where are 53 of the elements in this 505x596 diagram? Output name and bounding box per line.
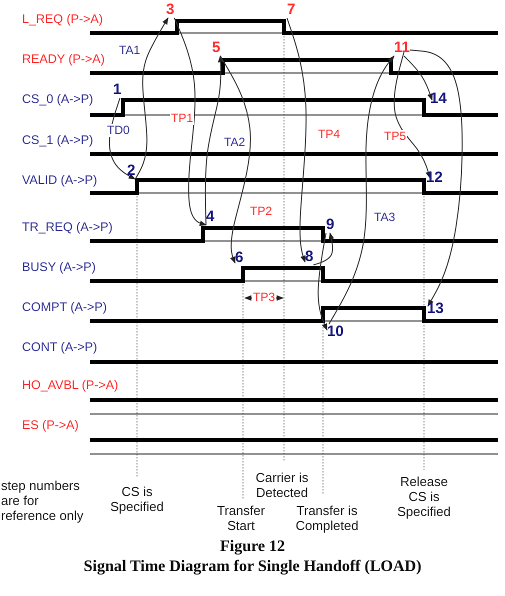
edge-label: TP2 (249, 205, 274, 218)
timing-arrow (394, 52, 431, 179)
step-number: 6 (235, 250, 244, 266)
edge-label: TA1 (118, 44, 142, 57)
step-number: 7 (287, 2, 296, 18)
note-text: Carrier is Detected (254, 470, 310, 500)
step-number: 14 (430, 91, 447, 107)
signal-label: CS_0 (A->P) (22, 92, 94, 106)
step-number: 10 (327, 324, 344, 340)
step-number: 1 (113, 82, 122, 98)
step-number: 9 (326, 217, 334, 233)
note-text: Transfer Start (216, 503, 266, 533)
timing-arrow (204, 55, 224, 226)
step-number: 2 (127, 163, 136, 179)
figure-number: Figure 12 (218, 538, 286, 556)
timing-arrow (404, 56, 433, 101)
step-number: 3 (166, 2, 174, 18)
signal-label: ES (P->A) (22, 418, 79, 432)
timing-arrow (409, 50, 463, 307)
edge-label: TP4 (317, 128, 342, 141)
step-number: 13 (427, 301, 444, 317)
timing-arrow (286, 18, 307, 263)
signal-label: CS_1 (A->P) (22, 133, 94, 147)
step-number: 11 (394, 40, 410, 56)
signal-label: CONT (A->P) (22, 340, 98, 354)
note-text: CS is Specified (109, 484, 165, 514)
note-text: Transfer is Completed (294, 503, 360, 533)
timing-arrow (328, 55, 394, 324)
timing-arrow (312, 232, 334, 266)
timing-arrow (174, 18, 207, 226)
signal-label: HO_AVBL (P->A) (22, 378, 118, 392)
timing-arrow (318, 232, 328, 331)
signal-label: BUSY (A->P) (22, 260, 96, 274)
note-text: Release CS is Specified (396, 474, 452, 519)
step-number: 5 (212, 40, 220, 56)
signal-label: TR_REQ (A->P) (22, 220, 113, 234)
edge-label: TP1 (170, 112, 194, 125)
edge-label: TP5 (383, 130, 408, 143)
note-text: step numbers are for reference only (1, 478, 84, 523)
step-number: 8 (305, 249, 314, 265)
signal-label: L_REQ (P->A) (22, 12, 103, 26)
step-number: 4 (206, 209, 214, 225)
edge-label: TA3 (373, 211, 396, 224)
signal-label: COMPT (A->P) (22, 300, 107, 314)
signal-label: READY (P->A) (22, 52, 105, 66)
step-number: 12 (426, 170, 443, 186)
timing-arrow (220, 56, 251, 264)
timing-arrow (134, 17, 168, 180)
figure-caption: Signal Time Diagram for Single Handoff (LOAD) (82, 558, 422, 576)
dimension-label: TP3 (252, 291, 276, 304)
edge-label: TD0 (106, 124, 131, 137)
edge-label: TA2 (223, 136, 246, 149)
signal-label: VALID (A->P) (22, 173, 98, 187)
